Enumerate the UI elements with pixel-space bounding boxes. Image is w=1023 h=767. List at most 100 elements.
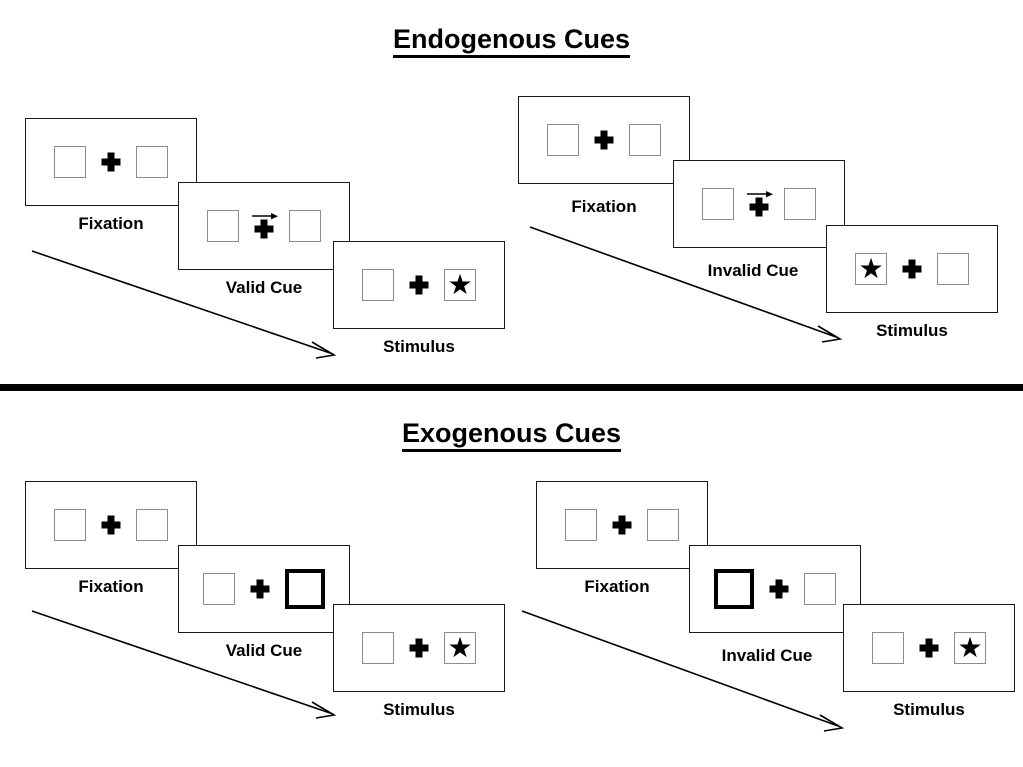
plus-icon <box>409 275 429 295</box>
panel-label-exogenous-invalid-stimulus: Stimulus <box>893 700 965 719</box>
section-title-endogenous: Endogenous Cues <box>0 24 1023 58</box>
fixation-cross <box>918 635 940 661</box>
fixation-cross <box>593 127 615 153</box>
right-box <box>804 573 836 605</box>
section-endogenous: Endogenous Cues Fixation Valid Cue <box>0 24 1023 359</box>
fixation-cross <box>408 272 430 298</box>
panel-content <box>179 546 349 632</box>
right-box <box>647 509 679 541</box>
left-box-cued <box>714 569 754 609</box>
panel-label-exogenous-invalid-fixation: Fixation <box>584 577 650 596</box>
panel-label-endogenous-valid-fixation: Fixation <box>78 214 144 233</box>
section-exogenous: Exogenous Cues Fixation Valid Cue ★ Sti <box>0 396 1023 767</box>
panel-content <box>690 546 860 632</box>
plus-icon <box>594 130 614 150</box>
left-box <box>547 124 579 156</box>
star-icon: ★ <box>447 631 473 663</box>
panel-content <box>26 482 196 568</box>
fixation-cross <box>611 512 633 538</box>
panel-exogenous-valid-stimulus[interactable]: ★ <box>333 604 505 692</box>
fixation-cross <box>249 576 271 602</box>
fixation-cross <box>408 635 430 661</box>
panel-endogenous-invalid-stimulus[interactable]: ★ <box>826 225 998 313</box>
panel-endogenous-valid-fixation[interactable] <box>25 118 197 206</box>
panel-label-exogenous-valid-stimulus: Stimulus <box>383 700 455 719</box>
panel-content: ★ <box>334 605 504 691</box>
section-divider <box>0 384 1023 391</box>
panel-content: ★ <box>844 605 1014 691</box>
plus-icon <box>919 638 939 658</box>
section-title-exogenous: Exogenous Cues <box>0 418 1023 452</box>
left-box <box>362 269 394 301</box>
panel-endogenous-valid-cue[interactable] <box>178 182 350 270</box>
panel-exogenous-invalid-cue[interactable] <box>689 545 861 633</box>
left-box <box>565 509 597 541</box>
section-title-endogenous-text: Endogenous Cues <box>392 24 630 58</box>
plus-icon <box>902 259 922 279</box>
panel-content: ★ <box>827 226 997 312</box>
panel-endogenous-valid-stimulus[interactable]: ★ <box>333 241 505 329</box>
left-box <box>54 509 86 541</box>
panel-label-endogenous-valid-cue: Valid Cue <box>225 278 303 297</box>
left-box-with-target: ★ <box>855 253 887 285</box>
fixation-cross <box>100 512 122 538</box>
time-arrow-endogenous-invalid <box>529 226 843 343</box>
left-box <box>203 573 235 605</box>
star-icon: ★ <box>858 252 884 284</box>
right-box <box>136 146 168 178</box>
left-box <box>207 210 239 242</box>
cue-arrow-right-icon <box>747 191 774 198</box>
plus-icon <box>749 197 769 217</box>
plus-icon <box>769 579 789 599</box>
fixation-cross-with-cue <box>747 191 774 217</box>
fixation-cross <box>100 149 122 175</box>
left-box <box>872 632 904 664</box>
plus-icon <box>254 219 274 239</box>
star-icon: ★ <box>957 631 983 663</box>
plus-icon <box>612 515 632 535</box>
time-arrow-endogenous-valid <box>31 250 337 359</box>
panel-exogenous-valid-fixation[interactable] <box>25 481 197 569</box>
panel-label-exogenous-invalid-cue: Invalid Cue <box>721 646 813 665</box>
panel-content: ★ <box>334 242 504 328</box>
panel-endogenous-invalid-cue[interactable] <box>673 160 845 248</box>
right-box <box>629 124 661 156</box>
time-arrow-exogenous-valid <box>31 610 337 719</box>
panel-label-endogenous-invalid-fixation: Fixation <box>571 197 637 216</box>
right-box <box>937 253 969 285</box>
plus-icon <box>250 579 270 599</box>
right-box <box>289 210 321 242</box>
panel-label-endogenous-invalid-cue: Invalid Cue <box>707 261 799 280</box>
fixation-cross-with-cue <box>252 213 279 239</box>
panel-content <box>179 183 349 269</box>
right-box-cued <box>285 569 325 609</box>
panel-content <box>674 161 844 247</box>
panel-exogenous-invalid-fixation[interactable] <box>536 481 708 569</box>
plus-icon <box>101 152 121 172</box>
fixation-cross <box>901 256 923 282</box>
right-box-with-target: ★ <box>954 632 986 664</box>
panel-content <box>537 482 707 568</box>
plus-icon <box>101 515 121 535</box>
left-box <box>54 146 86 178</box>
right-box <box>136 509 168 541</box>
cue-arrow-right-icon <box>252 213 279 220</box>
right-box <box>784 188 816 220</box>
panel-content <box>519 97 689 183</box>
panel-label-exogenous-valid-cue: Valid Cue <box>225 641 303 660</box>
right-box-with-target: ★ <box>444 632 476 664</box>
time-arrow-exogenous-invalid <box>521 610 845 732</box>
right-box-with-target: ★ <box>444 269 476 301</box>
panel-endogenous-invalid-fixation[interactable] <box>518 96 690 184</box>
panel-exogenous-valid-cue[interactable] <box>178 545 350 633</box>
panel-label-endogenous-invalid-stimulus: Stimulus <box>876 321 948 340</box>
plus-icon <box>409 638 429 658</box>
panel-exogenous-invalid-stimulus[interactable]: ★ <box>843 604 1015 692</box>
left-box <box>362 632 394 664</box>
section-title-exogenous-text: Exogenous Cues <box>401 418 622 452</box>
panel-label-endogenous-valid-stimulus: Stimulus <box>383 337 455 356</box>
panel-content <box>26 119 196 205</box>
star-icon: ★ <box>447 268 473 300</box>
fixation-cross <box>768 576 790 602</box>
left-box <box>702 188 734 220</box>
